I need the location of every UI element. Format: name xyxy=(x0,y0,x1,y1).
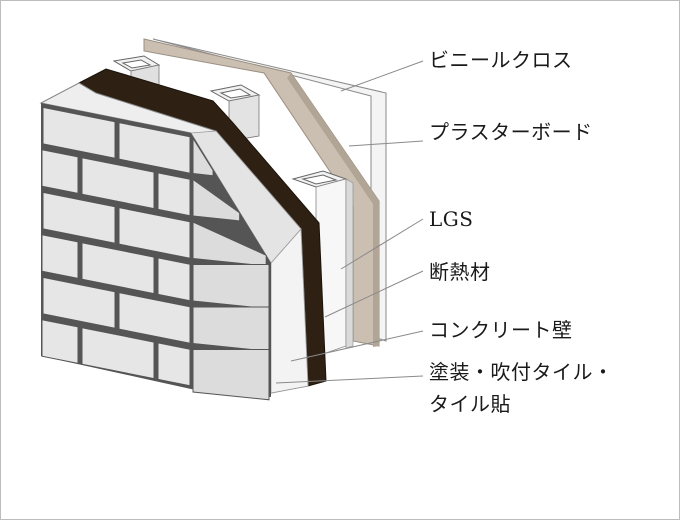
label-concrete-wall: コンクリート壁 xyxy=(429,318,573,342)
brick-tile xyxy=(81,242,155,295)
label-plaster-board: プラスターボード xyxy=(429,120,593,144)
brick-tile xyxy=(41,234,79,280)
chamfer-brick-tile xyxy=(192,264,270,310)
brick-tile xyxy=(42,276,116,329)
leader-vinyl-cloth xyxy=(340,60,424,92)
label-vinyl-cloth: ビニールクロス xyxy=(429,48,573,72)
chamfer-tiles xyxy=(192,136,270,401)
brick-tile xyxy=(41,319,79,365)
leader-lgs xyxy=(340,218,424,270)
leader-plaster-board xyxy=(348,140,424,147)
label-lgs: LGS xyxy=(429,207,474,231)
brick-tile xyxy=(41,149,79,195)
brick-tile xyxy=(42,106,116,159)
chamfer-brick-tile xyxy=(192,349,270,401)
leader-finish xyxy=(275,375,424,384)
leader-concrete-wall xyxy=(290,330,424,362)
brick-tile xyxy=(118,121,191,174)
label-insulation: 断熱材 xyxy=(429,260,491,284)
brick-tile xyxy=(42,191,116,244)
brick-tile xyxy=(118,206,191,259)
chamfer-brick-tile xyxy=(192,136,214,177)
chamfer-brick-tile xyxy=(192,178,241,222)
brick-tile xyxy=(81,327,155,380)
leader-lines xyxy=(275,60,424,384)
brick-tile xyxy=(157,257,191,302)
brick-tile xyxy=(157,342,191,387)
leader-insulation xyxy=(324,270,424,318)
label-finish-line2: タイル貼 xyxy=(429,392,511,416)
brick-tile xyxy=(118,291,191,344)
brick-tile xyxy=(157,172,191,217)
label-finish-line1: 塗装・吹付タイル・ xyxy=(429,360,614,384)
front-tiles xyxy=(41,106,191,387)
chamfer-brick-tile xyxy=(192,306,270,352)
brick-tile xyxy=(81,157,155,210)
